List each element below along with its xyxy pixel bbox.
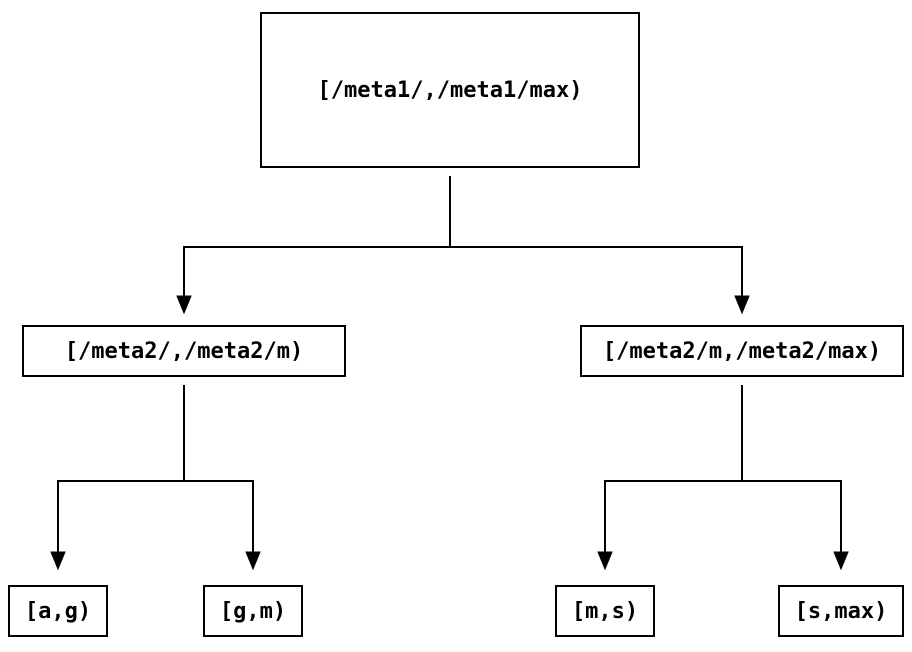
edge-arrow-to-leaf-gm bbox=[245, 480, 261, 571]
edge-arrow-to-leaf-smax bbox=[833, 480, 849, 571]
edge-arrow-to-left-mid bbox=[176, 246, 192, 315]
edge-root-stem bbox=[183, 176, 743, 248]
edge-arrow-to-leaf-ag bbox=[50, 480, 66, 571]
node-leaf-ag-label: [a,g) bbox=[24, 598, 92, 624]
node-left-mid-label: [/meta2/,/meta2/m) bbox=[64, 338, 304, 364]
edge-arrow-to-right-mid bbox=[734, 246, 750, 315]
edge-arrow-to-leaf-ms bbox=[597, 480, 613, 571]
node-right-mid: [/meta2/m,/meta2/max) bbox=[580, 325, 904, 377]
edge-right-mid-stem bbox=[604, 385, 842, 482]
edge-left-mid-stem bbox=[57, 385, 254, 482]
node-root-label: [/meta1/,/meta1/max) bbox=[317, 77, 583, 103]
node-leaf-smax: [s,max) bbox=[778, 585, 904, 637]
node-left-mid: [/meta2/,/meta2/m) bbox=[22, 325, 346, 377]
node-leaf-smax-label: [s,max) bbox=[794, 598, 888, 624]
node-right-mid-label: [/meta2/m,/meta2/max) bbox=[602, 338, 882, 364]
node-leaf-ms-label: [m,s) bbox=[571, 598, 639, 624]
node-root: [/meta1/,/meta1/max) bbox=[260, 12, 640, 168]
node-leaf-ms: [m,s) bbox=[555, 585, 655, 637]
node-leaf-gm-label: [g,m) bbox=[219, 598, 287, 624]
node-leaf-ag: [a,g) bbox=[8, 585, 108, 637]
node-leaf-gm: [g,m) bbox=[203, 585, 303, 637]
